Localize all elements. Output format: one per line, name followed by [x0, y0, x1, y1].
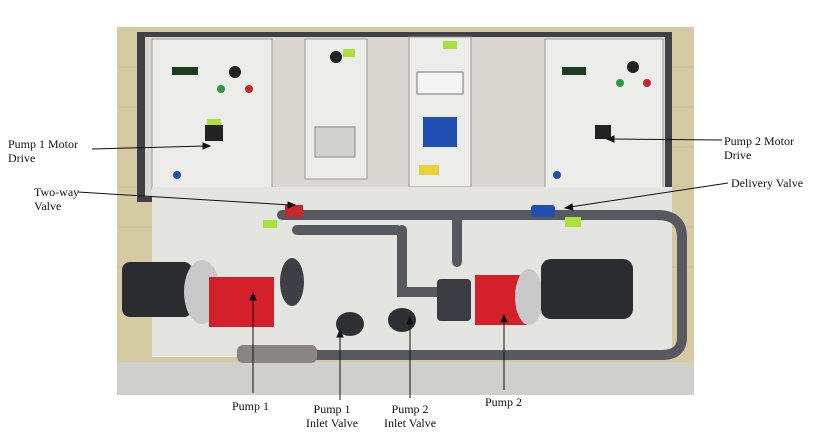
two-way-valve-handle — [285, 205, 303, 217]
pump2-inlet-valve — [388, 308, 416, 332]
pipework — [277, 210, 687, 360]
bench-pipe — [237, 345, 317, 363]
control-panel-center-2 — [408, 36, 472, 188]
control-panel-pump2 — [544, 38, 664, 192]
pump-test-rig-photo — [117, 27, 694, 395]
green-tag — [263, 220, 277, 228]
pump1-assembly — [122, 258, 304, 327]
label-pump1-motor-drive: Pump 1 Motor Drive — [8, 137, 79, 165]
green-tag — [565, 217, 581, 227]
label-pump2-inlet-valve: Pump 2 Inlet Valve — [384, 402, 437, 430]
label-pump2: Pump 2 — [485, 395, 523, 409]
label-delivery-valve: Delivery Valve — [731, 176, 804, 190]
label-pump2-motor-drive: Pump 2 Motor Drive — [724, 134, 795, 162]
label-two-way-valve: Two-way Valve — [34, 185, 80, 213]
control-panel-pump1 — [151, 38, 273, 190]
pump1-inlet-valve — [336, 312, 364, 336]
delivery-valve-handle — [531, 205, 555, 217]
label-pump1: Pump 1 — [232, 399, 270, 413]
control-panel-center-1 — [304, 38, 368, 180]
bench — [117, 362, 694, 395]
label-pump1-inlet-valve: Pump 1 Inlet Valve — [306, 402, 359, 430]
